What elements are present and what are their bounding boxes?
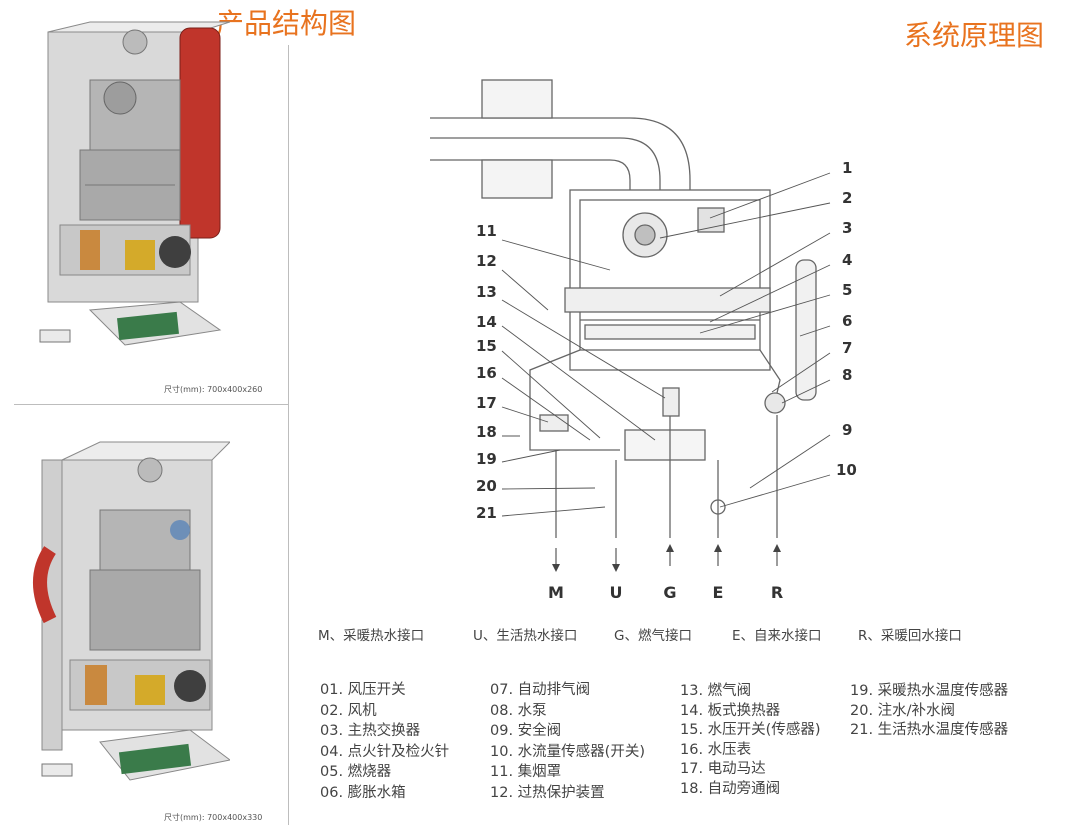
callout-4: 4 (842, 251, 852, 269)
part-item: 06. 膨胀水箱 (320, 784, 406, 801)
port-legend-m: M、采暖热水接口 (318, 628, 425, 644)
parts-column-1: 01. 风压开关 02. 风机 03. 主热交换器 04. 点火针及检火针 05… (320, 680, 449, 803)
part-item: 08. 水泵 (490, 702, 547, 719)
port-letter-r: R (771, 583, 783, 602)
boiler-illustration-2 (33, 441, 230, 781)
part-item: 11. 集烟罩 (490, 764, 562, 780)
callout-13: 13 (476, 283, 497, 301)
callout-17: 17 (476, 394, 497, 412)
callout-6: 6 (842, 312, 852, 330)
port-legend-e: E、自来水接口 (732, 628, 822, 644)
size-label-1: 尺寸(mm): 700x400x260 (164, 385, 263, 394)
part-item: 12. 过热保护装置 (490, 784, 605, 801)
callout-14: 14 (476, 313, 497, 331)
part-item: 05. 燃烧器 (320, 764, 392, 780)
part-item: 07. 自动排气阀 (490, 682, 591, 698)
callout-11: 11 (476, 222, 497, 240)
callout-7: 7 (842, 339, 852, 357)
callout-18: 18 (476, 423, 497, 441)
part-item: 03. 主热交换器 (320, 723, 421, 739)
callout-1: 1 (842, 159, 852, 177)
parts-column-3: 13. 燃气阀 14. 板式换热器 15. 水压开关(传感器) 16. 水压表 … (680, 682, 820, 799)
part-item: 13. 燃气阀 (680, 683, 752, 699)
vertical-divider (288, 45, 289, 825)
callout-3: 3 (842, 219, 852, 237)
part-item: 01. 风压开关 (320, 682, 406, 698)
system-schematic: 1 2 3 4 5 6 7 8 9 10 11 12 13 14 15 16 1… (430, 79, 857, 602)
part-item: 18. 自动旁通阀 (680, 780, 781, 797)
part-item: 21. 生活热水温度传感器 (850, 722, 1009, 738)
callout-21: 21 (476, 504, 497, 522)
parts-column-4: 19. 采暖热水温度传感器 20. 注水/补水阀 21. 生活热水温度传感器 (850, 682, 1008, 741)
part-item: 19. 采暖热水温度传感器 (850, 683, 1009, 699)
parts-column-2: 07. 自动排气阀 08. 水泵 09. 安全阀 10. 水流量传感器(开关) … (490, 680, 645, 803)
callout-20: 20 (476, 477, 497, 495)
callout-9: 9 (842, 421, 852, 439)
callout-2: 2 (842, 189, 852, 207)
callout-15: 15 (476, 337, 497, 355)
port-legend-u: U、生活热水接口 (473, 628, 578, 644)
callout-16: 16 (476, 364, 497, 382)
size-label-2: 尺寸(mm): 700x400x330 (164, 813, 263, 822)
port-letter-e: E (713, 583, 724, 602)
part-item: 17. 电动马达 (680, 761, 766, 777)
part-item: 14. 板式换热器 (680, 702, 781, 719)
part-item: 16. 水压表 (680, 741, 752, 758)
callout-5: 5 (842, 281, 852, 299)
callout-10: 10 (836, 461, 857, 479)
port-legend-r: R、采暖回水接口 (858, 628, 962, 644)
part-item: 02. 风机 (320, 702, 377, 719)
product-structure-title: 产品结构图 (216, 7, 357, 40)
callout-19: 19 (476, 450, 497, 468)
port-letter-u: U (610, 583, 623, 602)
port-legend-g: G、燃气接口 (614, 628, 692, 644)
part-item: 20. 注水/补水阀 (850, 702, 956, 719)
horizontal-divider (14, 404, 288, 405)
part-item: 09. 安全阀 (490, 723, 562, 739)
boiler-illustration-1 (39, 21, 230, 346)
callout-12: 12 (476, 252, 497, 270)
part-item: 10. 水流量传感器(开关) (490, 743, 645, 760)
system-diagram-title: 系统原理图 (904, 19, 1045, 52)
part-item: 15. 水压开关(传感器) (680, 722, 821, 738)
port-letter-m: M (548, 583, 564, 602)
part-item: 04. 点火针及检火针 (320, 743, 450, 760)
port-letter-g: G (663, 583, 676, 602)
callout-8: 8 (842, 366, 852, 384)
